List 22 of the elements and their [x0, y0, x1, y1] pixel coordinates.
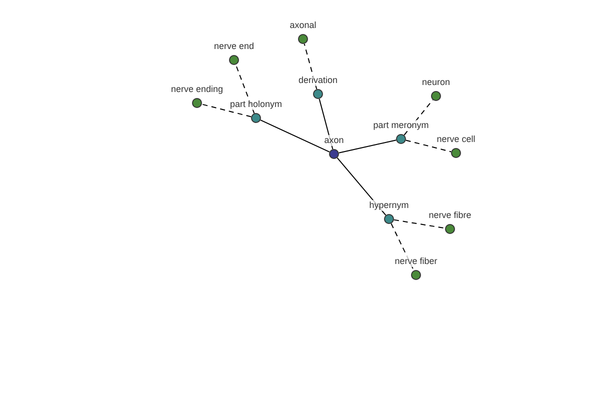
- dashed-connector: [404, 99, 434, 136]
- dashed-connector: [201, 104, 252, 118]
- node-label: part meronym: [372, 120, 430, 131]
- dashed-connector: [393, 219, 446, 229]
- connector-line: [318, 98, 334, 150]
- connector-line: [260, 120, 330, 152]
- node-label: derivation: [297, 75, 339, 86]
- node-label: neuron: [420, 77, 452, 88]
- dashed-connector: [235, 64, 255, 114]
- node-label: axonal: [288, 20, 318, 31]
- node-label: axon: [323, 135, 345, 146]
- node-label: nerve fibre: [428, 210, 472, 221]
- dashed-connector: [405, 140, 452, 152]
- node-label: nerve end: [212, 41, 256, 52]
- dashed-connector: [304, 43, 318, 90]
- node-label: hypernym: [368, 200, 410, 211]
- node-label: part holonym: [228, 99, 284, 110]
- node-label: nerve ending: [170, 84, 224, 95]
- node-label: nerve fiber: [394, 256, 438, 267]
- node-label: nerve cell: [436, 134, 476, 145]
- dashed-connector: [390, 223, 414, 271]
- connector-line: [338, 140, 397, 154]
